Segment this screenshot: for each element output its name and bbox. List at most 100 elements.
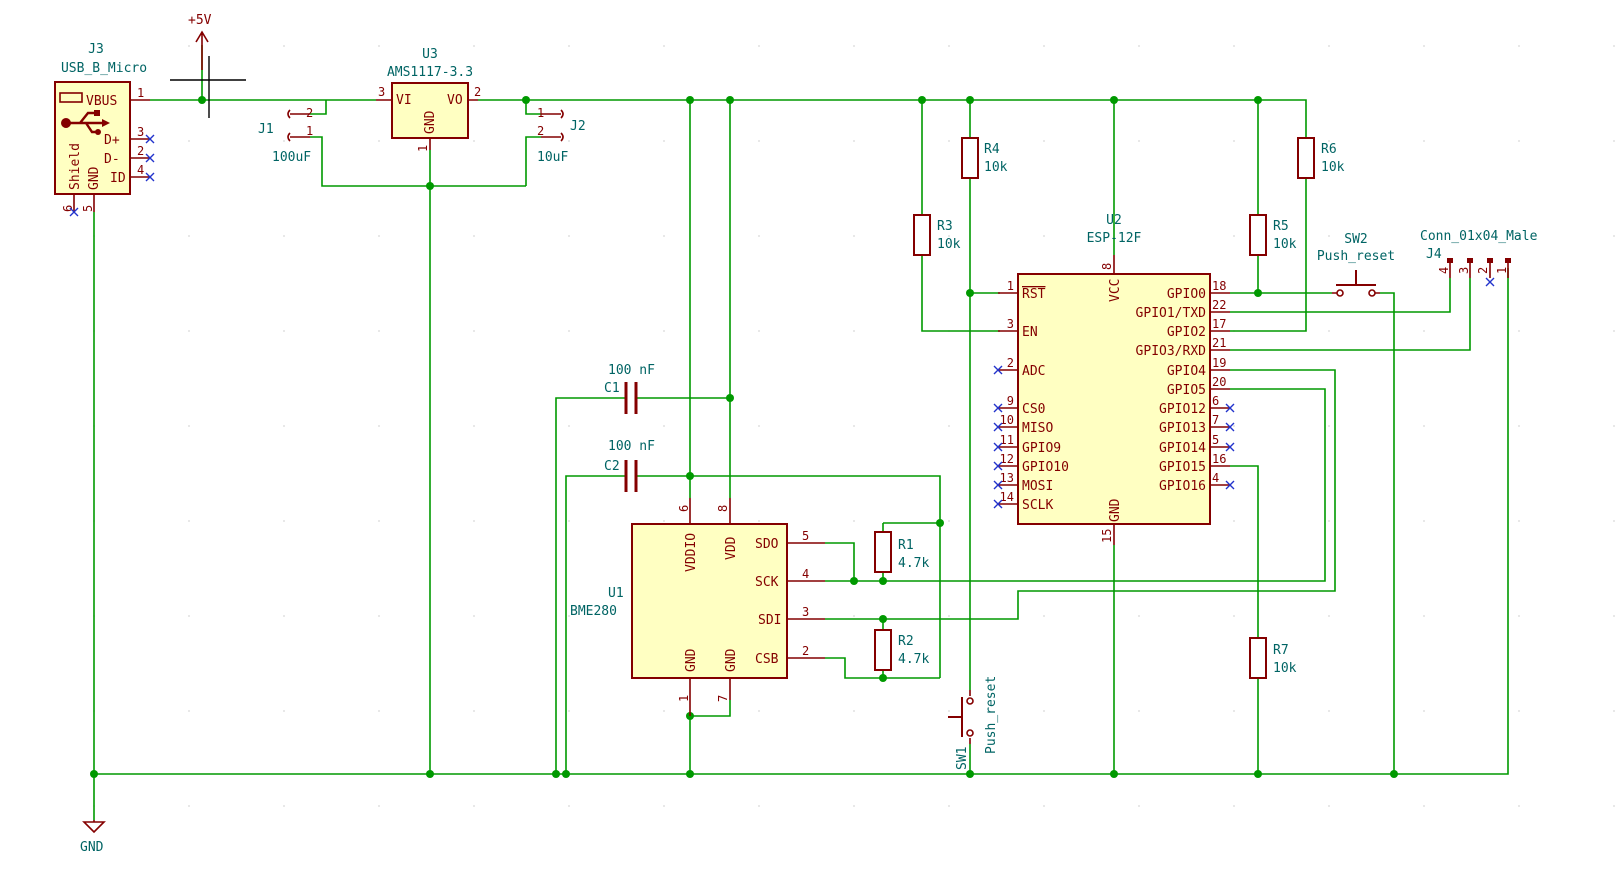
- no-connect-markers: [69, 134, 155, 217]
- no-connect-marker: [1225, 403, 1235, 413]
- u2-pin-label: GPIO3/RXD: [1136, 344, 1207, 359]
- u1-num-vdd: 8: [716, 505, 730, 512]
- c1-ref: C1: [604, 381, 620, 396]
- u1-bme280[interactable]: U1 BME280 VDDIO VDD SDO SCK SDI CSB GND …: [570, 498, 825, 716]
- sw2-switch[interactable]: SW2 Push_reset: [1317, 232, 1395, 297]
- j2-value: 10uF: [537, 150, 568, 165]
- u2-pin-label: ADC: [1022, 364, 1045, 379]
- r1-value: 4.7k: [898, 556, 929, 571]
- r3-resistor[interactable]: R3 10k: [913, 214, 961, 256]
- u2-pin-label: GPIO13: [1159, 421, 1206, 436]
- j3-num-shield: 6: [61, 205, 75, 212]
- no-connect-marker: [993, 480, 1003, 490]
- j1-connector[interactable]: 2 1 J1 100uF: [258, 106, 313, 165]
- u2-pin-number: 13: [1000, 471, 1014, 485]
- u1-pin-sdi: SDI: [758, 613, 781, 628]
- u2-pin-number: 19: [1212, 356, 1226, 370]
- u3-regulator[interactable]: U3 AMS1117-3.3 VI VO GND 3 2 1: [376, 47, 481, 152]
- u3-num-vo: 2: [474, 85, 481, 99]
- c2-capacitor[interactable]: 100 nF C2: [604, 439, 655, 492]
- c1-capacitor[interactable]: 100 nF C1: [604, 363, 655, 414]
- u2-pin-label: GPIO5: [1167, 383, 1206, 398]
- j2-num-1: 1: [537, 106, 544, 120]
- u2-pin-number: 5: [1212, 433, 1219, 447]
- r5-value: 10k: [1273, 237, 1297, 252]
- u2-num-gnd: 15: [1100, 529, 1114, 543]
- u2-pin-label: GPIO4: [1167, 364, 1206, 379]
- u2-ref: U2: [1106, 213, 1122, 228]
- r5-resistor[interactable]: R5 10k: [1249, 214, 1297, 256]
- j4-value: Conn_01x04_Male: [1420, 229, 1538, 244]
- u1-value: BME280: [570, 604, 617, 619]
- j4-num-4: 4: [1437, 267, 1451, 274]
- j4-ref: J4: [1426, 247, 1442, 262]
- u3-pin-vo: VO: [447, 93, 463, 108]
- u2-pin-label: GPIO1/TXD: [1136, 306, 1207, 321]
- no-connect-marker: [993, 442, 1003, 452]
- u1-num-gnd-7: 7: [716, 695, 730, 702]
- u1-num-csb: 2: [802, 644, 809, 658]
- u1-num-gnd-1: 1: [677, 695, 691, 702]
- r2-resistor[interactable]: R2 4.7k: [874, 629, 929, 671]
- no-connect-marker: [1225, 422, 1235, 432]
- sw1-value: Push_reset: [984, 676, 999, 754]
- j3-usb-connector[interactable]: J3 USB_B_Micro VBUS D+ D- ID Shield GND …: [54, 42, 155, 217]
- r6-resistor[interactable]: R6 10k: [1297, 137, 1345, 179]
- junction-dots: [90, 96, 1398, 778]
- u2-pin-number: 3: [1007, 317, 1014, 331]
- u2-value: ESP-12F: [1087, 231, 1142, 246]
- u1-num-sdo: 5: [802, 529, 809, 543]
- r7-resistor[interactable]: R7 10k: [1249, 637, 1297, 679]
- u2-pin-label: GPIO16: [1159, 479, 1206, 494]
- u3-num-gnd: 1: [416, 145, 430, 152]
- u2-pin-label: SCLK: [1022, 498, 1053, 513]
- u2-pin-number: 21: [1212, 336, 1226, 350]
- u2-pin-vcc: VCC: [1108, 279, 1123, 302]
- u3-ref: U3: [422, 47, 438, 62]
- j3-num-dp: 3: [137, 125, 144, 139]
- r1-resistor[interactable]: R1 4.7k: [874, 531, 929, 573]
- sw2-value: Push_reset: [1317, 249, 1395, 264]
- j2-connector[interactable]: 1 2 J2 10uF: [537, 106, 586, 165]
- u1-num-sck: 4: [802, 567, 809, 581]
- no-connect-marker: [993, 499, 1003, 509]
- gnd-label: GND: [80, 840, 104, 855]
- u2-pin-number: 18: [1212, 279, 1226, 293]
- r4-value: 10k: [984, 160, 1008, 175]
- j4-connector[interactable]: Conn_01x04_Male J4 4 3 2 1: [1420, 229, 1538, 287]
- sw1-switch[interactable]: SW1 Push_reset: [948, 676, 999, 770]
- u2-pin-number: 2: [1007, 356, 1014, 370]
- u1-pin-gnd-1: GND: [684, 648, 699, 672]
- no-connect-marker: [993, 365, 1003, 375]
- no-connect-marker: [993, 422, 1003, 432]
- u2-pin-number: 11: [1000, 433, 1014, 447]
- gnd-symbol: GND: [80, 820, 106, 855]
- j3-value: USB_B_Micro: [61, 61, 147, 76]
- c1-value: 100 nF: [608, 363, 655, 378]
- r3-value: 10k: [937, 237, 961, 252]
- u2-pin-number: 20: [1212, 375, 1226, 389]
- u2-pin-label: EN: [1022, 325, 1038, 340]
- u1-pin-vdd: VDD: [724, 536, 739, 560]
- j3-pin-shield: Shield: [68, 143, 83, 190]
- u2-pin-label: GPIO14: [1159, 441, 1206, 456]
- j2-num-2: 2: [537, 124, 544, 138]
- j3-pin-vbus: VBUS: [86, 94, 117, 109]
- r4-resistor[interactable]: R4 10k: [961, 137, 1008, 179]
- u2-right-pins: GPIO018GPIO1/TXD22GPIO217GPIO3/RXD21GPIO…: [1136, 279, 1235, 494]
- u2-pin-label: GPIO15: [1159, 460, 1206, 475]
- u2-esp12f[interactable]: U2 ESP-12F VCC GND 8 15 RST1EN3ADC2CS09M…: [993, 213, 1235, 545]
- u2-pin-number: 4: [1212, 471, 1219, 485]
- r2-value: 4.7k: [898, 652, 929, 667]
- u2-pin-number: 14: [1000, 490, 1014, 504]
- j4-num-2: 2: [1476, 267, 1490, 274]
- j2-ref: J2: [570, 119, 586, 134]
- r3-ref: R3: [937, 219, 953, 234]
- u2-pin-number: 6: [1212, 394, 1219, 408]
- u2-pin-label: GPIO2: [1167, 325, 1206, 340]
- u2-pin-label: CS0: [1022, 402, 1045, 417]
- r7-value: 10k: [1273, 661, 1297, 676]
- u2-pin-number: 17: [1212, 317, 1226, 331]
- c2-ref: C2: [604, 459, 620, 474]
